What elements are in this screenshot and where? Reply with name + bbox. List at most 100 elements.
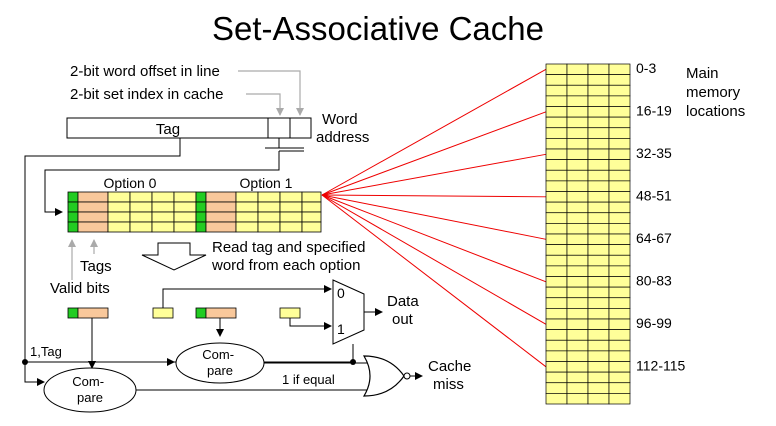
memory-cell xyxy=(566,276,589,288)
junction-left xyxy=(22,359,28,365)
memory-cell xyxy=(545,308,568,320)
memory-cell xyxy=(608,254,631,267)
memory-cell xyxy=(608,74,631,86)
memory-cell xyxy=(587,286,610,299)
read-note: Read tag and specified word from each op… xyxy=(211,239,370,274)
memory-cell xyxy=(566,84,589,97)
word-cell xyxy=(173,211,197,223)
memory-cell xyxy=(587,371,610,384)
word-cell xyxy=(129,201,153,213)
cache-array xyxy=(67,191,322,233)
tag-cell xyxy=(77,221,109,233)
option1-label: Option 1 xyxy=(240,175,293,191)
memory-cell xyxy=(608,350,631,362)
memory-cell xyxy=(566,223,589,235)
memory-cell xyxy=(566,201,589,214)
memory-cell xyxy=(587,116,610,129)
memory-cell xyxy=(587,297,610,309)
tag-cell xyxy=(205,211,237,223)
mux xyxy=(332,279,365,345)
compare-top-label: Com- pare xyxy=(202,347,237,378)
word-cell xyxy=(151,191,175,203)
memory-cell xyxy=(587,244,610,256)
memory-cell xyxy=(587,276,610,288)
memory-cell xyxy=(566,318,589,330)
memory-cell xyxy=(608,329,631,341)
memory-cell xyxy=(587,180,610,192)
word-cell xyxy=(107,211,131,223)
word-cell xyxy=(235,201,259,213)
memory-cell xyxy=(608,297,631,309)
read-tag1-box xyxy=(195,307,237,319)
valid-bit-cell xyxy=(67,221,79,233)
memory-cell xyxy=(566,127,589,139)
word-cell xyxy=(235,191,259,203)
word-cell xyxy=(129,211,153,223)
tag-cell xyxy=(77,211,109,223)
memory-cell xyxy=(545,201,568,214)
memory-cell xyxy=(566,382,589,394)
word-cell xyxy=(173,191,197,203)
memory-cell xyxy=(587,233,610,245)
mapping-line xyxy=(321,194,547,368)
valid-bit-cell xyxy=(195,221,207,233)
word0-wire xyxy=(162,285,332,308)
word-cell xyxy=(151,221,175,233)
mapping-line xyxy=(321,194,547,198)
word-cell xyxy=(129,191,153,203)
memory-cell xyxy=(545,371,568,384)
memory-cell xyxy=(587,339,610,352)
mapping-line xyxy=(321,194,547,283)
memory-cell xyxy=(545,74,568,86)
nor-gate xyxy=(362,355,405,397)
memory-cell xyxy=(608,371,631,384)
memory-cell xyxy=(587,106,610,118)
word1-wire xyxy=(289,318,332,330)
memory-cell xyxy=(566,339,589,352)
memory-cell xyxy=(587,350,610,362)
tag-wire xyxy=(24,138,181,386)
tag-cell xyxy=(205,191,237,203)
valid-bit-cell xyxy=(67,191,79,203)
memory-cell xyxy=(608,233,631,245)
read-tag0-box xyxy=(67,307,109,319)
memory-cell xyxy=(608,244,631,256)
memory-cell xyxy=(587,95,610,107)
word-cell xyxy=(107,221,131,233)
memory-cell xyxy=(608,286,631,299)
memory-cell xyxy=(587,84,610,97)
memory-cell xyxy=(587,382,610,394)
memory-cell xyxy=(566,350,589,362)
compare-bottom-label: Com- pare xyxy=(72,374,107,405)
memory-cell xyxy=(545,180,568,192)
word-address-register xyxy=(66,117,312,139)
memory-cell xyxy=(545,116,568,129)
memory-cell xyxy=(608,191,631,203)
set-index-arrow xyxy=(246,93,284,116)
memory-cell xyxy=(545,382,568,394)
mux-input-0: 0 xyxy=(337,285,345,301)
word-cell xyxy=(107,191,131,203)
memory-address-label: 112-115 xyxy=(636,358,686,374)
memory-cell xyxy=(587,361,610,373)
memory-cell xyxy=(587,127,610,139)
word-cell xyxy=(301,221,322,233)
word-cell xyxy=(279,191,303,203)
memory-cell xyxy=(566,371,589,384)
memory-cell xyxy=(608,339,631,352)
memory-cell xyxy=(608,106,631,118)
tags-label: Tags xyxy=(80,258,112,275)
main-memory-label: Main memory locations xyxy=(686,65,745,120)
memory-cell xyxy=(545,212,568,224)
memory-cell xyxy=(608,382,631,394)
memory-cell xyxy=(545,159,568,171)
memory-cell xyxy=(545,169,568,182)
set-index-wire xyxy=(44,151,280,216)
memory-cell xyxy=(587,148,610,160)
word-cell xyxy=(257,211,281,223)
memory-cell xyxy=(545,329,568,341)
word-cell xyxy=(257,201,281,213)
valid-bit-cell xyxy=(195,201,207,213)
memory-cell xyxy=(566,95,589,107)
